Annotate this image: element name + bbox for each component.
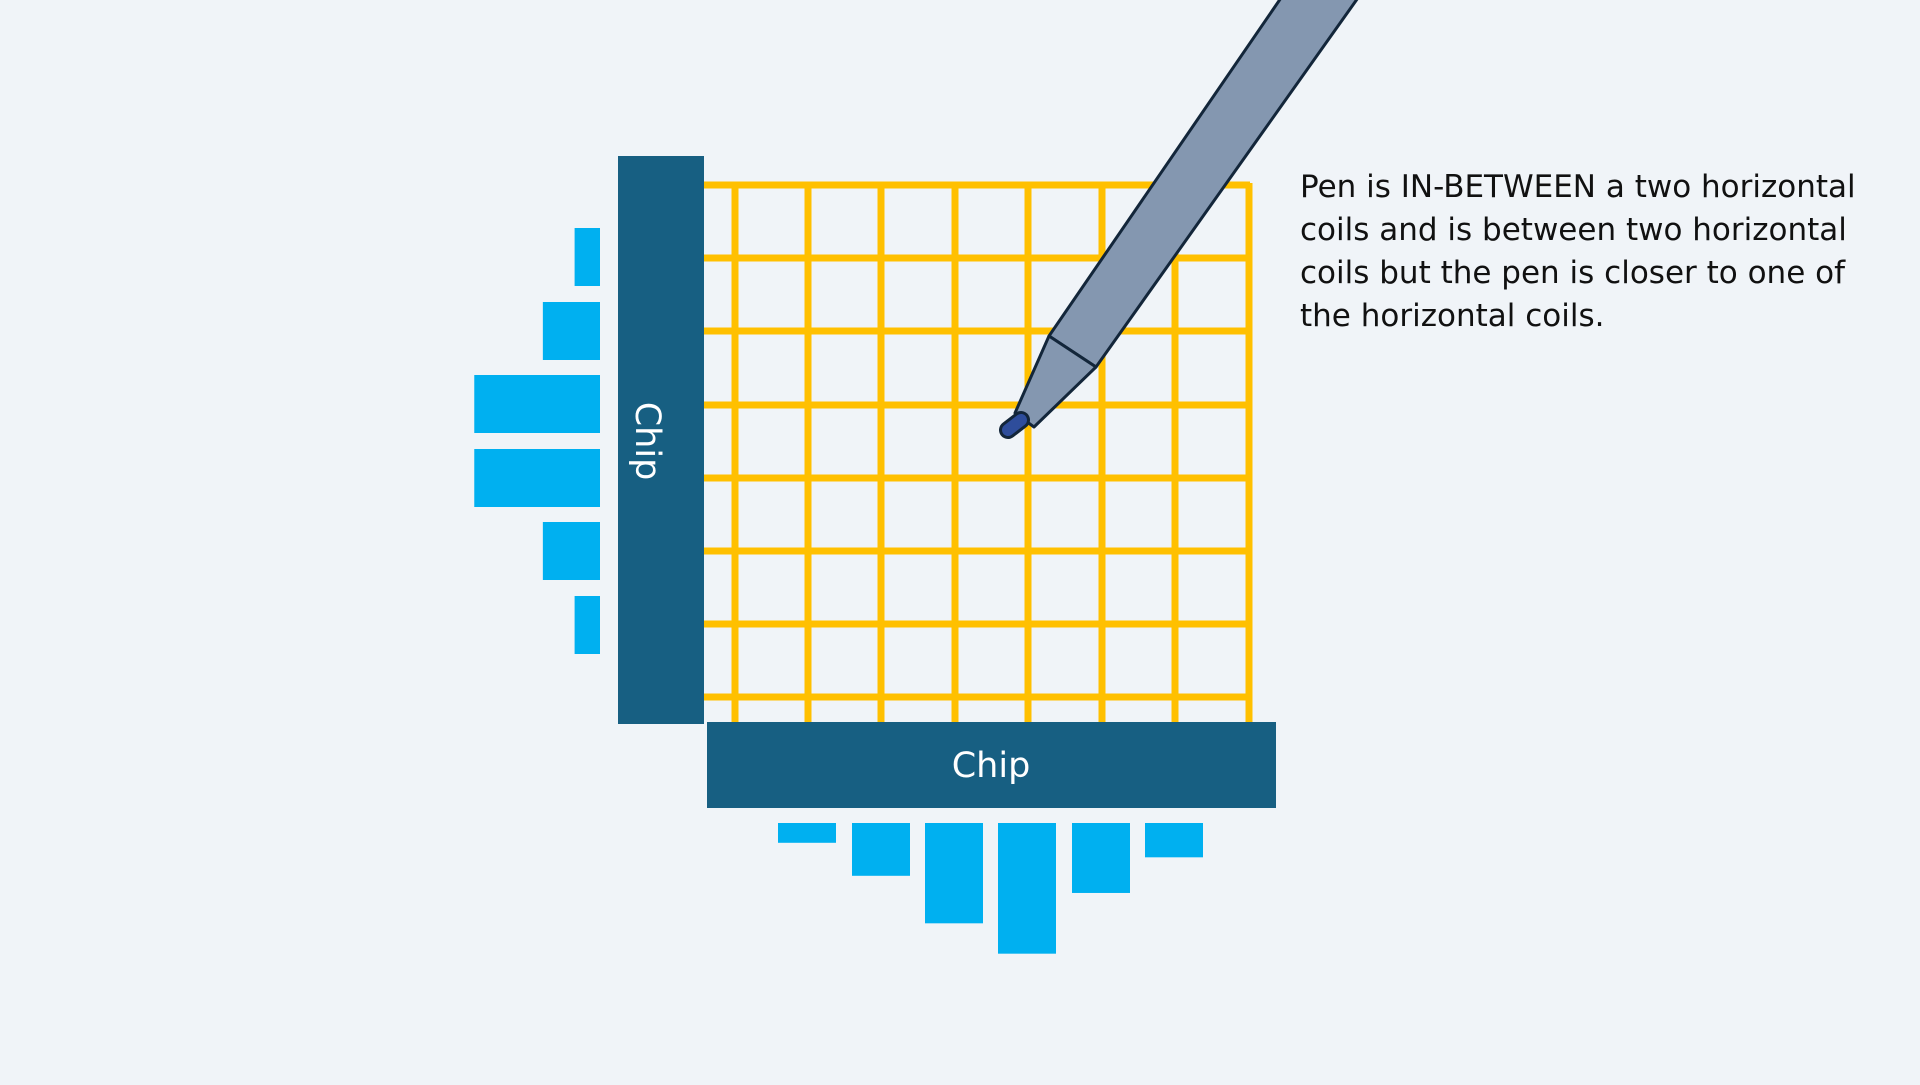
vertical-coil-signal-bar bbox=[1145, 823, 1203, 858]
horizontal-coil-signal-bar bbox=[474, 375, 600, 433]
bottom-chip-label: Chip bbox=[952, 746, 1031, 786]
pen-cone bbox=[1013, 334, 1098, 429]
horizontal-coil-signal-bars bbox=[474, 228, 600, 654]
vertical-coil-signal-bars bbox=[778, 823, 1203, 954]
left-chip-body bbox=[618, 156, 704, 724]
horizontal-coil-signal-bar bbox=[542, 522, 600, 580]
horizontal-coil-signal-bar bbox=[542, 302, 600, 360]
left-chip-label: Chip bbox=[627, 402, 667, 481]
vertical-coil-signal-bar bbox=[778, 823, 836, 843]
coil-grid bbox=[704, 181, 1253, 722]
horizontal-coil-signal-bar bbox=[574, 596, 600, 654]
left-chip: Chip bbox=[618, 156, 704, 724]
horizontal-coil-signal-bar bbox=[474, 449, 600, 507]
explanation-text: Pen is IN-BETWEEN a two horizontal coils… bbox=[1300, 169, 1856, 334]
vertical-coil-signal-bar bbox=[925, 823, 983, 924]
vertical-coil-signal-bar bbox=[852, 823, 910, 876]
vertical-coil-signal-bar bbox=[1072, 823, 1130, 893]
pen bbox=[999, 0, 1359, 439]
pen-tip bbox=[1002, 414, 1027, 436]
bottom-chip-body bbox=[707, 722, 1276, 808]
bottom-chip: Chip bbox=[707, 722, 1276, 808]
horizontal-coil-signal-bar bbox=[574, 228, 600, 286]
vertical-coil-signal-bar bbox=[998, 823, 1056, 954]
